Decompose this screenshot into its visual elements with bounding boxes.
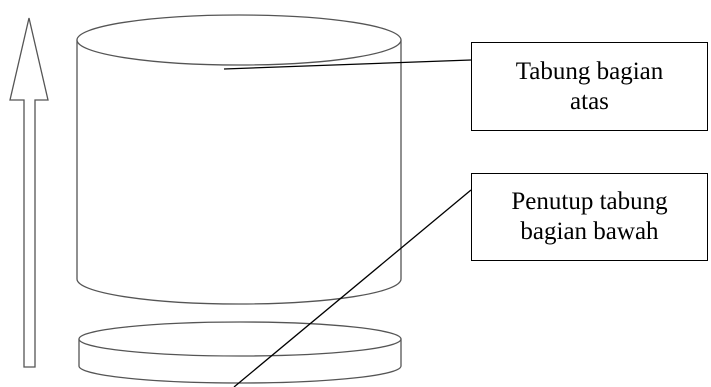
label-bottom-lid: Penutup tabung bagian bawah — [511, 188, 668, 245]
bottom-lid — [78, 321, 402, 384]
bottom-lid-top-ellipse — [78, 321, 402, 357]
label-box-bottom-lid: Penutup tabung bagian bawah — [471, 173, 708, 261]
leader-line-upper-tube — [223, 59, 472, 70]
label-upper-tube: Tabung bagian atas — [515, 57, 664, 115]
label-box-upper-tube: Tabung bagian atas — [471, 42, 708, 131]
leader-line-bottom-lid — [233, 189, 472, 387]
upper-cylinder-top-ellipse — [76, 14, 402, 66]
upper-cylinder — [76, 14, 402, 305]
up-arrow-icon — [9, 17, 49, 368]
upper-cylinder-body — [76, 40, 402, 305]
